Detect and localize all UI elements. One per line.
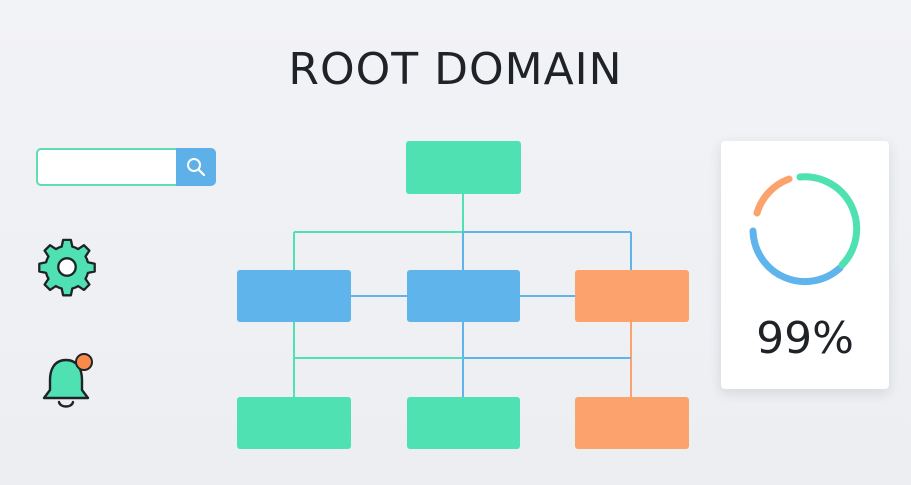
- notification-dot: [75, 353, 93, 371]
- ring-segment-blue: [749, 227, 844, 285]
- gear-icon[interactable]: [36, 236, 98, 298]
- ring-segment-orange: [753, 175, 793, 217]
- search-input[interactable]: [36, 148, 176, 186]
- bell-icon[interactable]: [38, 350, 98, 412]
- child-node-center[interactable]: [407, 270, 520, 322]
- progress-card: 99%: [721, 141, 889, 389]
- search-icon: [187, 158, 206, 177]
- child-node-right[interactable]: [575, 270, 689, 322]
- leaf-node-left[interactable]: [237, 397, 351, 449]
- progress-ring: [749, 173, 861, 285]
- page-title: ROOT DOMAIN: [288, 44, 623, 95]
- search-bar: [36, 148, 216, 186]
- child-node-left[interactable]: [237, 270, 351, 322]
- root-node[interactable]: [406, 141, 521, 194]
- search-button[interactable]: [176, 148, 216, 186]
- ring-segment-green: [796, 173, 861, 269]
- progress-percent: 99%: [756, 313, 854, 364]
- leaf-node-center[interactable]: [407, 397, 520, 449]
- leaf-node-right[interactable]: [575, 397, 689, 449]
